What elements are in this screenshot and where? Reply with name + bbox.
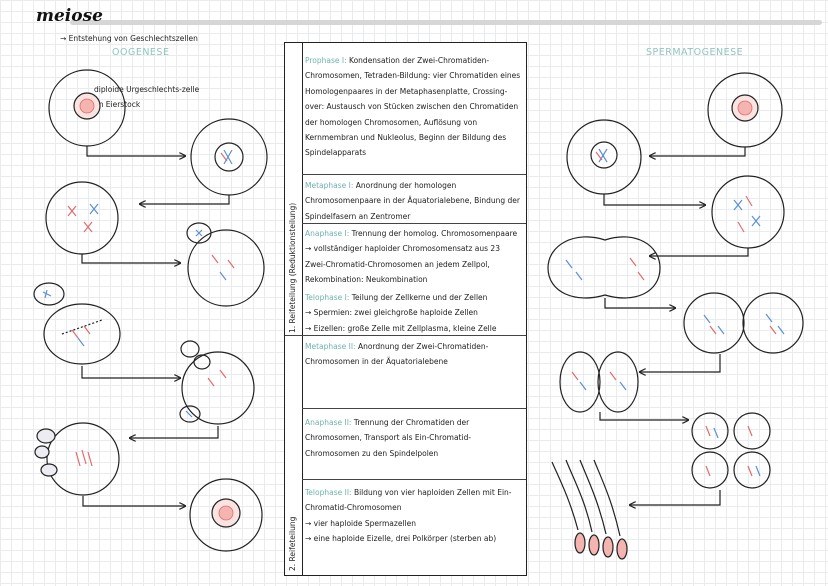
metaphase2-heading: Metaphase II: [305, 342, 356, 351]
oogenese-stage-7 [34, 422, 120, 496]
oogenese-note: diploide Urgeschlechts-zelle im Eierstoc… [94, 85, 200, 109]
oogenese-stage-3 [45, 181, 119, 255]
title-underline [70, 20, 822, 25]
oogenese-stage-4 [186, 222, 265, 307]
metaphase1-heading: Metaphase I: [305, 181, 354, 190]
oogenese-stage-8 [189, 478, 263, 552]
telophase1-text: Teilung der Zellkerne und der Zellen [351, 293, 488, 302]
prophase1-cell: Prophase I: Kondensation der Zwei-Chroma… [305, 53, 523, 161]
oogenese-heading: OOGENESE [112, 47, 170, 58]
anaphase2-text: Trennung der Chromatiden der Chromosomen… [305, 418, 472, 458]
oogenese-stage-2 [190, 118, 268, 196]
telophase2-sperm-line: → vier haploide Spermazellen [305, 518, 416, 528]
oogenese-stage-5 [33, 282, 121, 365]
anaphase2-cell: Anaphase II: Trennung der Chromatiden de… [305, 415, 523, 461]
table-label-divider [302, 43, 303, 575]
telophase1-heading: Telophase I: [305, 293, 350, 302]
anaphase1-cell: Anaphase I: Trennung der homolog. Chromo… [305, 226, 523, 288]
metaphase2-text: Anordnung der Zwei-Chromatiden-Chromosom… [305, 342, 489, 367]
row-divider [302, 174, 526, 175]
spermatogenese-stage-6 [559, 351, 639, 413]
telophase1-egg-line: → Eizellen: große Zelle mit Zellplasma, … [305, 323, 497, 333]
anaphase1-heading: Anaphase I: [305, 229, 350, 238]
metaphase1-text: Anordnung der homologen Chromosomenpaare… [305, 181, 520, 221]
prophase1-heading: Prophase I: [305, 56, 347, 65]
anaphase2-heading: Anaphase II: [305, 418, 352, 427]
telophase2-text: Bildung von vier haploiden Zellen mit Ei… [305, 488, 512, 513]
spermatogenese-stage-2 [566, 119, 642, 195]
prophase1-text: Kondensation der Zwei-Chromatiden-Chromo… [305, 56, 521, 158]
row-divider [302, 408, 526, 409]
anaphase1-text: Trennung der homolog. Chromosomenpaare →… [305, 229, 518, 285]
row-divider [302, 479, 526, 480]
spermatogenese-stage-3 [711, 175, 785, 249]
spermatogenese-stage-7 [691, 412, 771, 489]
spermatogenese-stage-1 [707, 72, 783, 148]
telophase2-cell: Telophase II: Bildung von vier haploiden… [305, 485, 523, 547]
meiosis-phase-table: 1. Reifeteilung (Reduktionsteilung) 2. R… [284, 42, 527, 576]
spermatogenese-heading: SPERMATOGENESE [646, 47, 744, 58]
oogenese-stage-6 [179, 340, 255, 425]
telophase1-cell: Telophase I: Teilung der Zellkerne und d… [305, 290, 523, 336]
page-subtitle: → Entstehung von Geschlechtszellen [60, 34, 198, 43]
metaphase2-cell: Metaphase II: Anordnung der Zwei-Chromat… [305, 339, 523, 370]
telophase2-egg-line: → eine haploide Eizelle, drei Polkörper … [305, 534, 497, 544]
oogenese-stage-1 [48, 69, 126, 147]
division2-label: 2. Reifeteilung [288, 516, 297, 571]
spermatogenese-stage-4 [547, 236, 661, 299]
telophase2-heading: Telophase II: [305, 488, 352, 497]
spermatozoa [551, 459, 628, 560]
page-title: meiose [36, 6, 103, 26]
division-divider [285, 335, 526, 336]
division1-label: 1. Reifeteilung (Reduktionsteilung) [288, 202, 297, 333]
row-divider [302, 223, 526, 224]
telophase1-sperm-line: → Spermien: zwei gleichgroße haploide Ze… [305, 308, 478, 318]
metaphase1-cell: Metaphase I: Anordnung der homologen Chr… [305, 178, 523, 224]
spermatogenese-stage-5 [683, 292, 804, 354]
